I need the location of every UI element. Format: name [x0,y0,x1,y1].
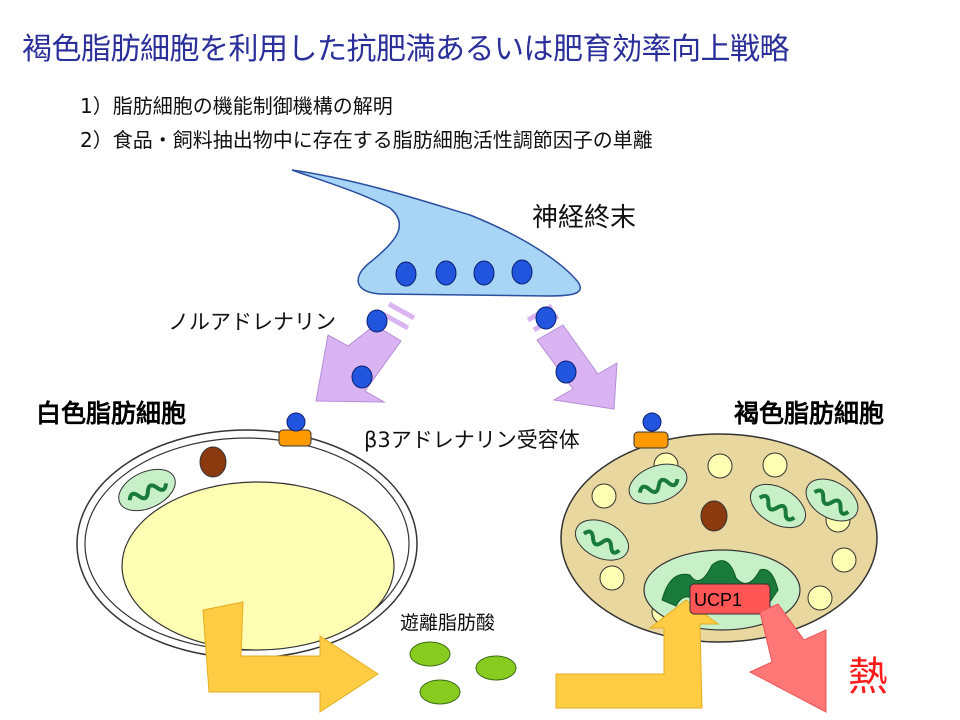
nerve-ending [291,169,581,297]
noradrenaline-molecules [351,306,577,389]
receptor-label: β3アドレナリン受容体 [364,428,580,452]
lipid-droplet [121,481,395,651]
vesicle [473,260,495,286]
noradrenaline-molecule [555,360,577,384]
free-fatty-acid-label: 遊離脂肪酸 [400,612,496,634]
nerve-ending-label: 神経終末 [532,203,637,233]
noradrenaline-label: ノルアドレナリン [168,310,336,334]
mitochondrion [575,519,629,561]
mitochondrion [118,468,176,512]
noradrenaline-molecule [535,306,557,330]
synaptic-vesicles [395,259,533,287]
receptor-brown [633,412,669,449]
research-point-2: 2）食品・飼料抽出物中に存在する脂肪細胞活性調節因子の単離 [80,128,653,152]
ucp1-label: UCP1 [694,590,743,610]
small-lipid [591,483,617,509]
mitochondrion [628,463,688,505]
fatty-acid [475,655,517,681]
vesicle [511,259,533,285]
vesicle [395,261,417,287]
noradrenaline-arrow-left [315,301,416,403]
vesicle [435,260,457,286]
small-lipid [707,453,733,479]
heat-arrow [748,603,827,713]
fatty-acid [409,641,451,667]
research-point-1: 1）脂肪細胞の機能制御機構の解明 [80,94,393,118]
small-lipid [599,565,625,591]
free-fatty-acids [409,641,517,705]
fatty-acid-arrow-1 [202,601,379,713]
small-lipid [807,585,833,611]
white-adipocyte [76,429,418,659]
ucp1-box [689,583,771,615]
nucleus [199,446,227,478]
noradrenaline-molecule [366,309,388,333]
brown-adipocyte-title: 褐色脂肪細胞 [734,399,885,428]
mitochondrion [805,478,859,522]
heat-label: 熱 [848,654,888,700]
slide-title: 褐色脂肪細胞を利用した抗肥満あるいは肥育効率向上戦略 [22,32,790,67]
noradrenaline-molecule [351,365,373,389]
white-adipocyte-title: 白色脂肪細胞 [36,399,187,428]
fatty-acid [419,679,461,705]
nucleus [700,500,728,532]
small-lipid [762,452,788,478]
mitochondrion [750,483,806,529]
receptor-white [278,412,312,447]
small-lipid [831,547,857,573]
